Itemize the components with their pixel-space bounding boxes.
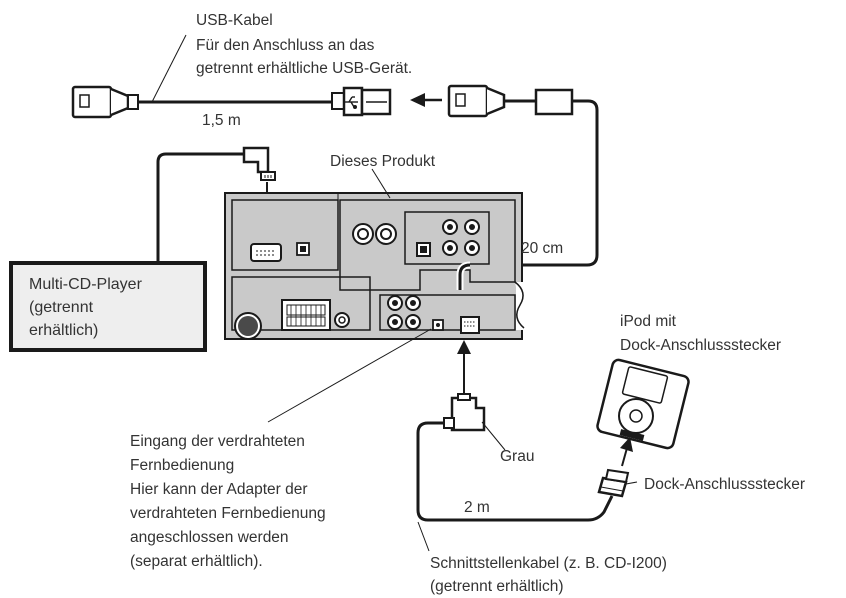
usb-port-icon bbox=[79, 94, 90, 108]
ground-knob bbox=[234, 312, 262, 340]
ipod-interface-port bbox=[460, 316, 480, 334]
rca-jack bbox=[442, 240, 458, 256]
cable-2m-label: 2 m bbox=[464, 499, 490, 516]
remote-input-label-1: Eingang der verdrahteten bbox=[130, 433, 305, 450]
remote-input-label-4: verdrahteten Fernbedienung bbox=[130, 505, 326, 522]
usb-female-connector-left bbox=[71, 85, 113, 119]
product-label: Dieses Produkt bbox=[330, 153, 436, 170]
rca-jack bbox=[387, 295, 403, 311]
ipod-label-2: Dock-Anschlussstecker bbox=[620, 337, 781, 354]
dock-plug bbox=[597, 468, 630, 498]
cable-20cm-label: 20 cm bbox=[521, 240, 563, 257]
labels: USB-Kabel Für den Anschluss an das getre… bbox=[130, 12, 805, 595]
ipod-screen bbox=[621, 366, 669, 404]
rca-jack bbox=[352, 223, 374, 245]
multi-cd-line-1: Multi-CD-Player bbox=[29, 276, 143, 293]
remote-input-label-2: Fernbedienung bbox=[130, 457, 234, 474]
ferrite-core bbox=[534, 88, 574, 116]
product-usb-cable bbox=[447, 84, 599, 290]
multi-cd-player-box: Multi-CD-Player (getrennt erhältlich) bbox=[9, 261, 207, 352]
ipod-label-1: iPod mit bbox=[620, 313, 677, 330]
rca-jack bbox=[464, 240, 480, 256]
ipod-device bbox=[596, 358, 690, 450]
usb-male-plug bbox=[331, 92, 345, 110]
remote-input-label-5: angeschlossen werden bbox=[130, 529, 289, 546]
product-rear-panel bbox=[224, 192, 526, 340]
usb-cable-desc-1: Für den Anschluss an das bbox=[196, 37, 375, 54]
usb-cable-title: USB-Kabel bbox=[196, 12, 273, 29]
dock-arrow bbox=[620, 437, 633, 467]
interface-cable-label-2: (getrennt erhältlich) bbox=[430, 578, 564, 595]
rca-jack bbox=[375, 223, 397, 245]
gray-connector-label: Grau bbox=[500, 448, 534, 465]
rca-jack bbox=[405, 295, 421, 311]
multi-cd-port bbox=[250, 243, 282, 262]
gray-connector bbox=[450, 396, 486, 432]
remote-input-label-6: (separat erhältlich). bbox=[130, 553, 263, 570]
rca-jack bbox=[405, 314, 421, 330]
antenna-jack bbox=[334, 312, 350, 328]
rca-jack bbox=[464, 219, 480, 235]
usb-trident-icon bbox=[345, 96, 358, 109]
usb-cable bbox=[71, 85, 392, 119]
connect-arrow-usb bbox=[410, 93, 442, 107]
multi-cd-cable bbox=[156, 146, 276, 262]
rca-jack bbox=[442, 219, 458, 235]
leader-lines bbox=[151, 34, 638, 552]
dock-connector-label: Dock-Anschlussstecker bbox=[644, 476, 805, 493]
multi-cd-line-3: erhältlich) bbox=[29, 322, 98, 339]
interface-cable-label-1: Schnittstellenkabel (z. B. CD-I200) bbox=[430, 555, 667, 572]
rca-jack bbox=[387, 314, 403, 330]
main-harness-connector bbox=[281, 299, 331, 331]
remote-input-label-3: Hier kann der Adapter der bbox=[130, 481, 308, 498]
multi-cd-line-2: (getrennt bbox=[29, 299, 94, 316]
usb-cable-desc-2: getrennt erhältliche USB-Gerät. bbox=[196, 60, 412, 77]
interface-cable bbox=[416, 393, 630, 522]
usb-cable-length: 1,5 m bbox=[202, 112, 241, 129]
interface-arrow bbox=[457, 340, 471, 394]
